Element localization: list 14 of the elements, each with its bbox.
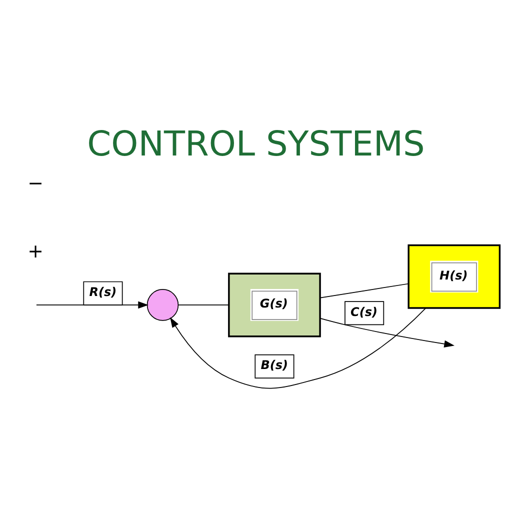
connector [320, 282, 409, 298]
node-circle [146, 288, 179, 320]
edge-label: R(s) [89, 284, 117, 299]
node-box: H(s) [408, 244, 501, 308]
arrow [320, 317, 455, 348]
connector [178, 304, 230, 305]
diagram-title: CONTROL SYSTEMS [87, 124, 425, 164]
arrow [36, 300, 148, 308]
edge-label: B(s) [260, 358, 288, 372]
label: + [28, 240, 44, 262]
edge-label: C(s) [350, 304, 378, 318]
arrow [170, 307, 426, 388]
label: − [28, 172, 44, 194]
node-box: G(s) [228, 272, 321, 337]
